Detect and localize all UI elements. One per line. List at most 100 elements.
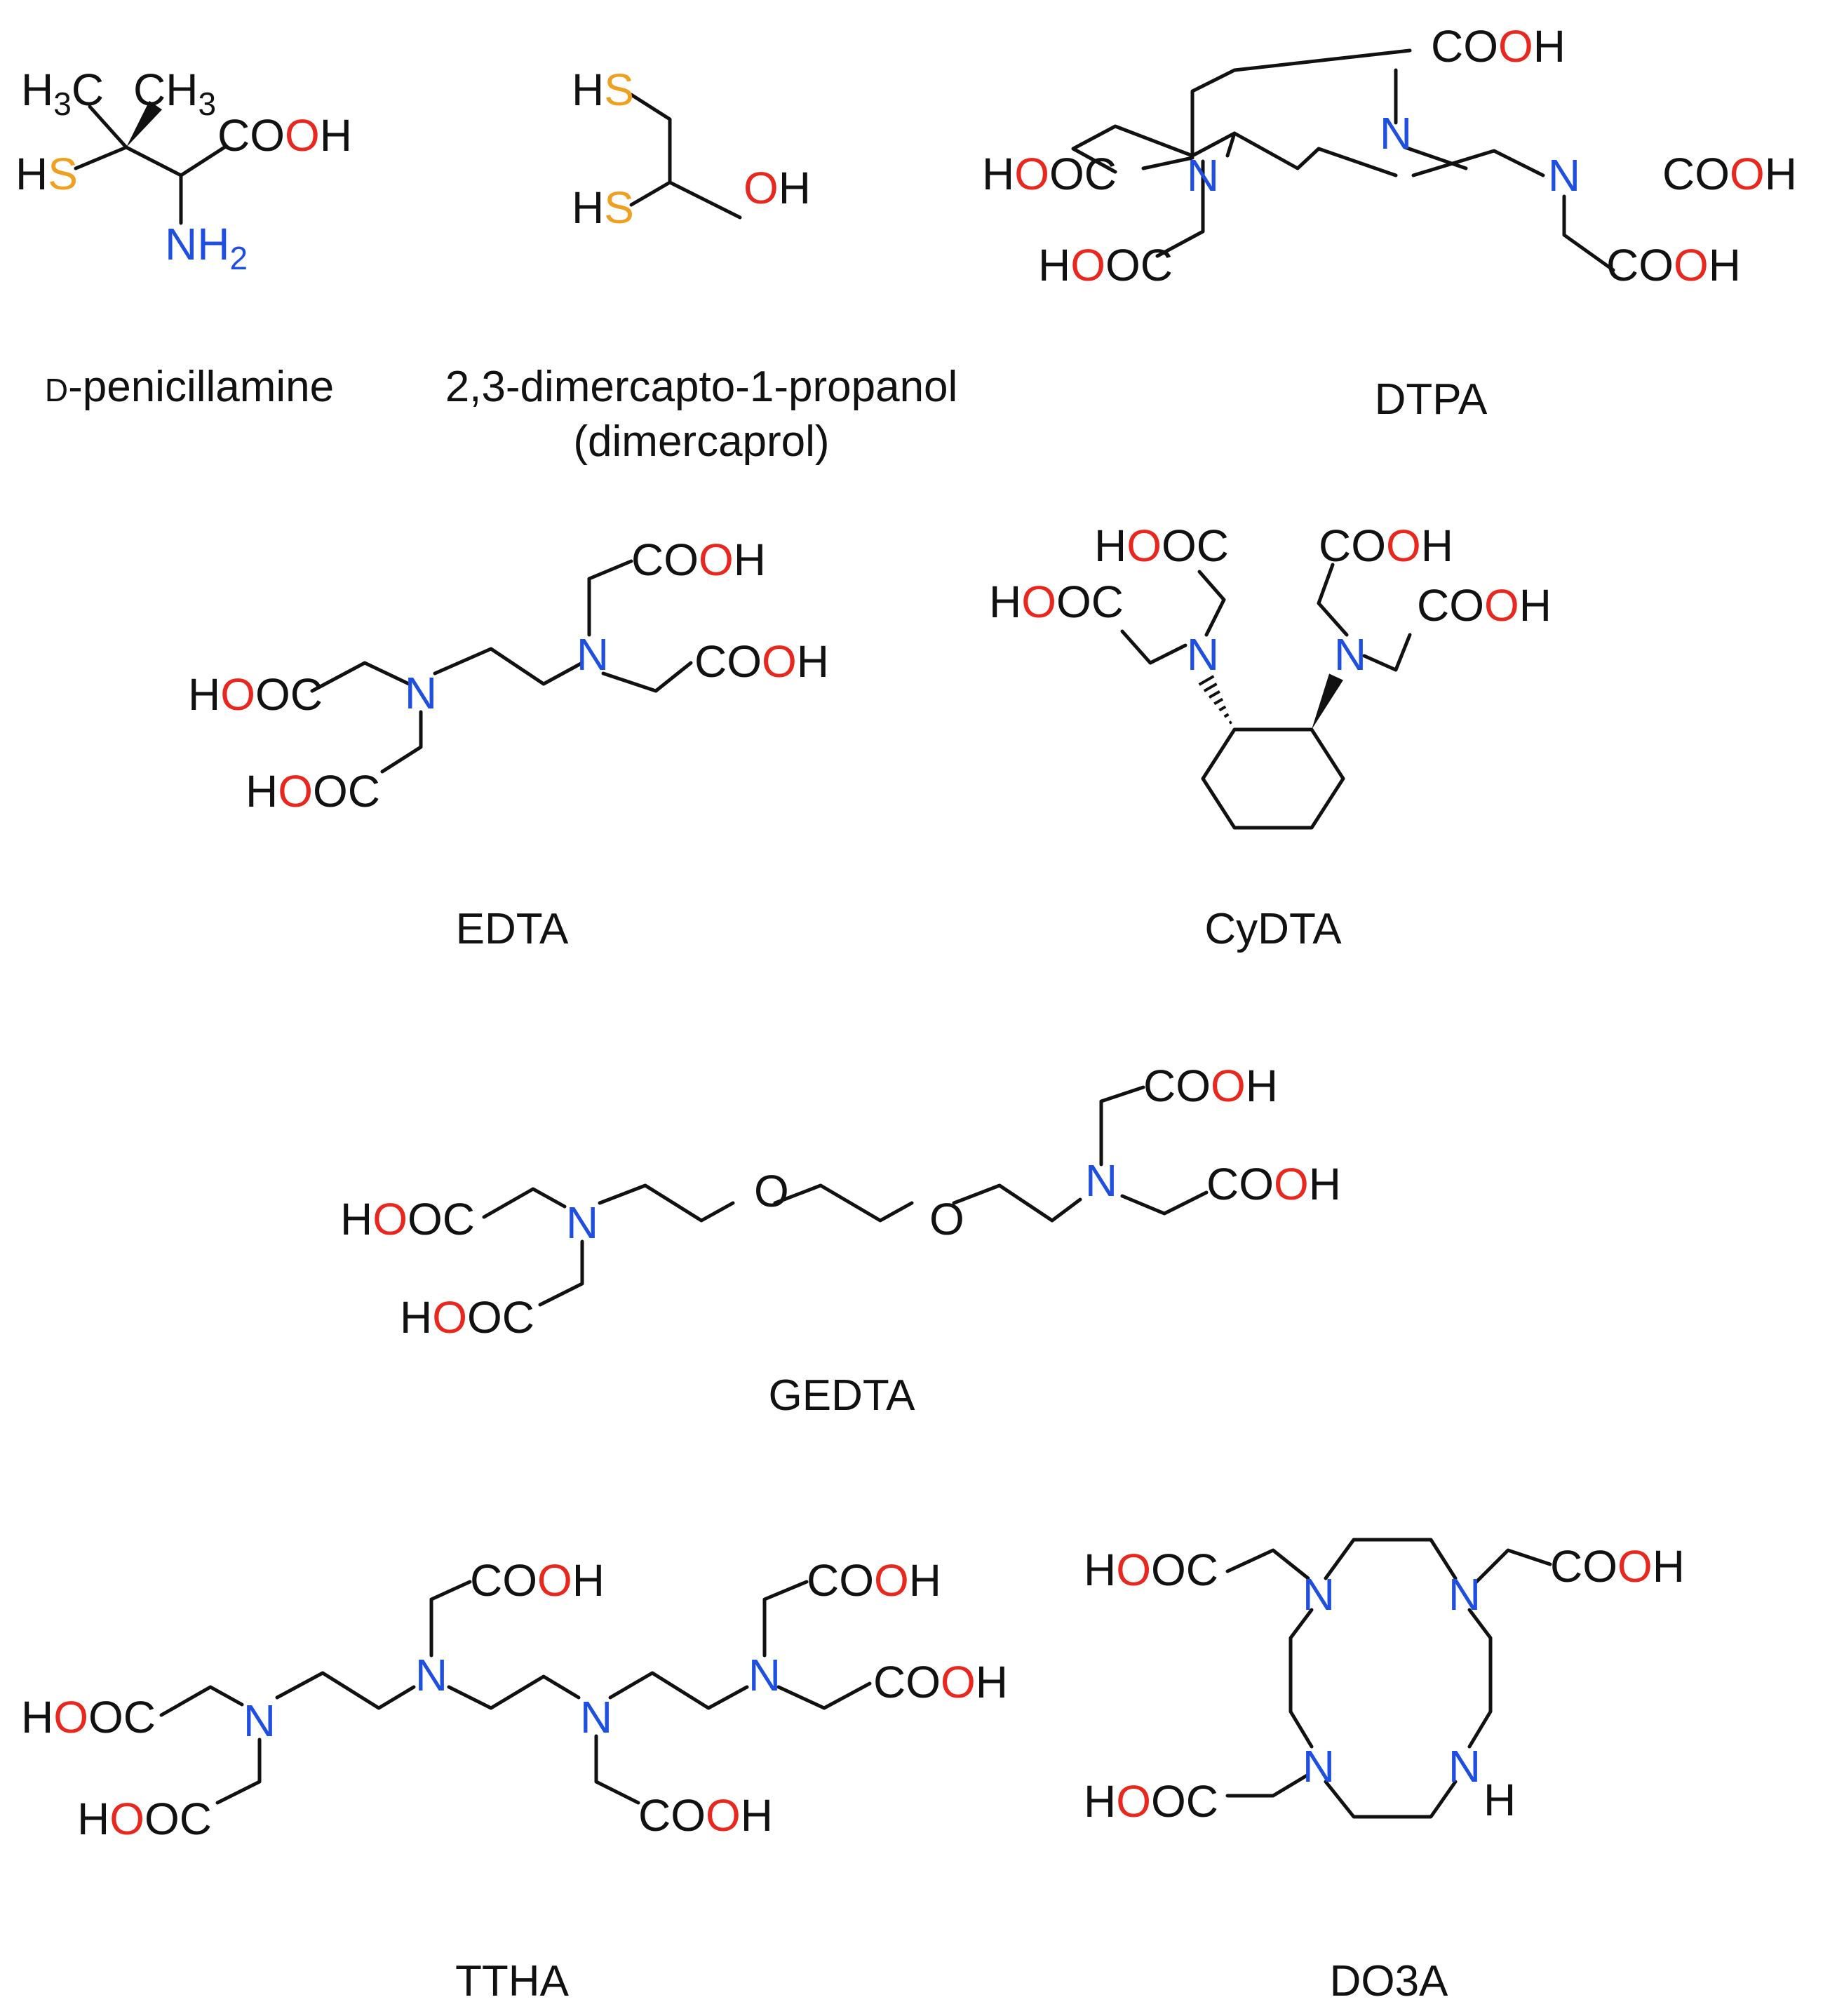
bond <box>1317 563 1349 637</box>
nitrogen-atom: N <box>1448 1741 1481 1792</box>
compound-name-ttha: TTHA <box>455 1957 570 2005</box>
bond <box>952 1183 1082 1223</box>
nitrogen-atom: N <box>748 1650 781 1700</box>
bond <box>1120 629 1187 665</box>
thiol-label: HS <box>572 65 634 115</box>
carboxyl-label: COOH <box>1206 1159 1341 1209</box>
bond <box>538 1239 584 1307</box>
bond <box>1562 194 1615 272</box>
carboxyl-label: COOH <box>1606 240 1741 290</box>
bond <box>629 180 672 207</box>
thiol-label: HS <box>15 149 78 199</box>
bond <box>1190 48 1412 158</box>
bond <box>587 559 633 637</box>
ring-bond <box>1288 1608 1314 1749</box>
carboxyl-label: HOOC <box>400 1292 534 1343</box>
ring-bond <box>1467 1608 1493 1749</box>
nitrogen-atom: N <box>566 1197 598 1248</box>
carboxyl-label: HOOC <box>1094 520 1229 571</box>
carboxyl-label: COOH <box>873 1657 1008 1707</box>
ring-bond <box>1324 1780 1458 1819</box>
bond <box>433 647 584 686</box>
nitrogen-atom: N <box>405 668 437 718</box>
carboxyl-label: HOOC <box>188 669 323 720</box>
bond <box>1225 131 1237 158</box>
carboxyl-label: HOOC <box>21 1692 156 1742</box>
bond <box>74 145 227 177</box>
bond <box>608 1671 749 1710</box>
bond <box>215 1738 262 1805</box>
carboxyl-label: HOOC <box>1084 1545 1218 1595</box>
bond <box>773 1183 914 1223</box>
nitrogen-atom: N <box>1085 1155 1117 1206</box>
compound-name-cydta: CyDTA <box>1204 905 1342 953</box>
bond <box>1141 156 1195 170</box>
bond <box>1411 149 1545 177</box>
nitrogen-atom: N <box>577 629 609 680</box>
compound-name-dtpa: DTPA <box>1375 375 1488 424</box>
wedge-bond <box>126 100 163 147</box>
carboxyl-label: HOOC <box>982 149 1117 199</box>
bond <box>1474 1548 1552 1584</box>
ether-oxygen: O <box>754 1166 789 1216</box>
carboxyl-label: HOOC <box>989 577 1124 627</box>
carboxyl-label: COOH <box>1550 1541 1685 1592</box>
hashed-bond <box>1198 675 1232 725</box>
carboxyl-label: HOOC <box>77 1794 212 1844</box>
bond <box>159 1685 244 1717</box>
nitrogen-atom: N <box>1448 1569 1481 1620</box>
compound-name-gedta: GEDTA <box>769 1371 916 1420</box>
wedge-bond <box>1312 673 1343 730</box>
bond <box>762 1580 809 1658</box>
bond <box>598 1183 735 1223</box>
bond <box>1362 633 1412 672</box>
compound-name-do3a: DO3A <box>1330 1957 1448 2005</box>
ether-oxygen: O <box>929 1194 964 1244</box>
amine-hydrogen: H <box>1483 1775 1516 1825</box>
carboxyl-label: COOH <box>1431 21 1566 72</box>
bond <box>594 1734 640 1805</box>
nitrogen-atom: N <box>415 1650 448 1700</box>
carboxyl-label: HOOC <box>1038 240 1173 290</box>
carboxyl-label: COOH <box>1319 520 1453 571</box>
bond <box>1071 124 1398 177</box>
carboxyl-label: COOH <box>1417 580 1552 631</box>
nitrogen-atom: N <box>243 1695 276 1746</box>
carboxyl-label: COOH <box>694 636 829 687</box>
bond <box>88 105 128 149</box>
nitrogen-atom: N <box>1334 629 1366 680</box>
bond <box>1403 145 1468 170</box>
thiol-label: HS <box>572 182 634 233</box>
carboxyl-label: COOH <box>217 110 352 161</box>
nitrogen-atom: N <box>1303 1741 1335 1792</box>
compound-name-dimercaprol-line1: 2,3-dimercapto-1-propanol <box>445 363 958 411</box>
nitrogen-atom: N <box>1187 150 1219 201</box>
carboxyl-label: COOH <box>631 535 766 585</box>
compound-name-edta: EDTA <box>456 905 569 953</box>
amine-label: NH2 <box>165 219 248 276</box>
cyclohexane-ring <box>1201 727 1345 830</box>
bond <box>380 710 423 774</box>
methyl-label: H3C <box>21 65 104 122</box>
bond <box>1120 1190 1209 1216</box>
bond <box>310 661 411 693</box>
carboxyl-label: COOH <box>1143 1061 1278 1111</box>
carboxyl-label: COOH <box>638 1790 773 1841</box>
hydroxyl-label: OH <box>743 163 811 213</box>
nitrogen-atom: N <box>580 1692 612 1742</box>
bond <box>776 1681 872 1710</box>
nitrogen-atom: N <box>1548 150 1580 201</box>
bond <box>1225 1548 1310 1580</box>
methyl-label: CH3 <box>133 65 216 122</box>
carboxyl-label: HOOC <box>1084 1776 1218 1827</box>
carboxyl-label: COOH <box>470 1555 605 1606</box>
